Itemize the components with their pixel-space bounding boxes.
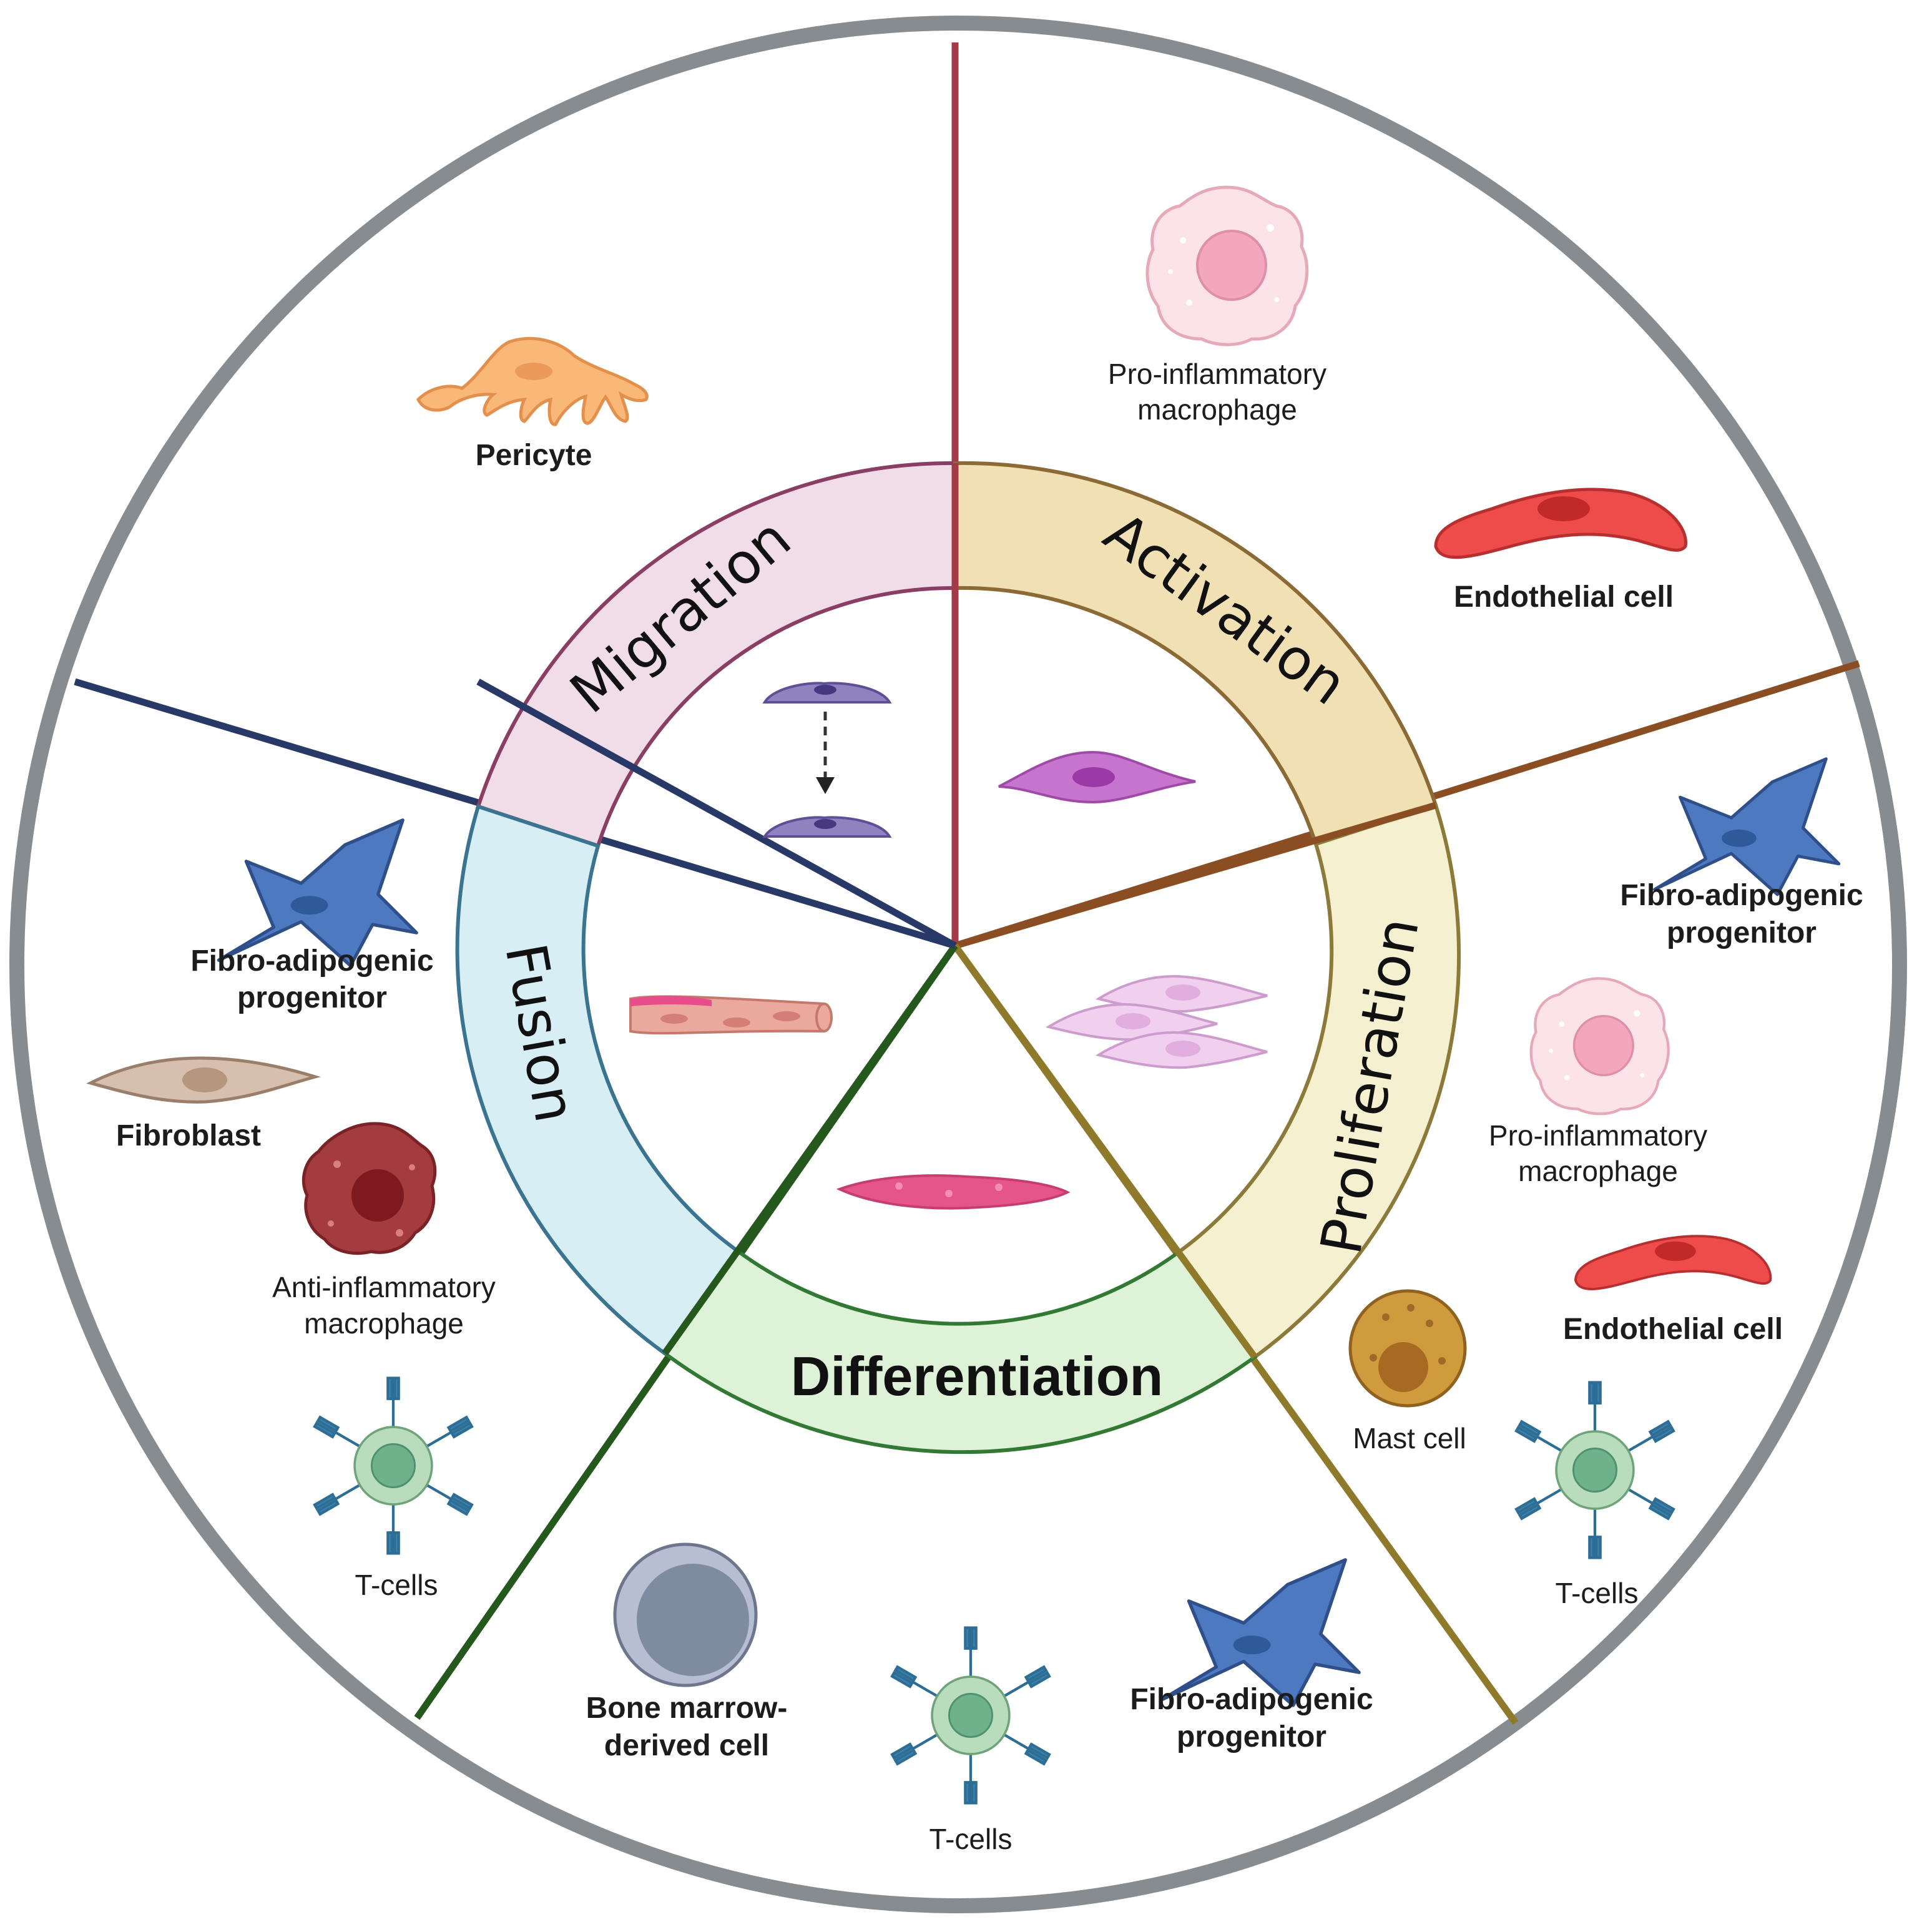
label-fusion-fap-line1: Fibro-adipogenic	[190, 944, 433, 978]
label-differentiation-bm-line1: Bone marrow-	[586, 1692, 788, 1725]
label-proliferation-fap-line1: Fibro-adipogenic	[1620, 879, 1863, 912]
anti-inflammatory-macrophage-icon	[302, 1122, 437, 1255]
ring-differentiation	[662, 1248, 1258, 1454]
bone-marrow-derived-cell-icon	[613, 1542, 758, 1687]
satellite-cell-icon	[762, 682, 892, 838]
myoblast-icon	[1045, 975, 1268, 1069]
label-differentiation-tcells: T-cells	[929, 1823, 1013, 1855]
label-fusion-tcells: T-cells	[355, 1569, 438, 1601]
label-fusion-fap-line2: progenitor	[237, 981, 387, 1014]
label-proliferation-macrophage-line1: Pro-inflammatory	[1489, 1119, 1707, 1152]
myotube-icon	[629, 995, 833, 1035]
activated-satellite-cell-icon	[998, 750, 1196, 804]
ring-activation	[953, 461, 1438, 846]
differentiating-myocyte-icon	[836, 1174, 1071, 1210]
label-proliferation-tcells: T-cells	[1556, 1577, 1639, 1609]
label-fusion-anti-macrophage-line2: macrophage	[304, 1307, 464, 1340]
label-activation-endothelial: Endothelial cell	[1454, 581, 1674, 614]
label-proliferation-macrophage-line2: macrophage	[1518, 1155, 1678, 1187]
ring-fusion	[455, 804, 742, 1356]
label-proliferation-endothelial: Endothelial cell	[1563, 1313, 1783, 1346]
pro-inflammatory-macrophage-icon	[1531, 979, 1669, 1114]
label-pericyte: Pericyte	[476, 439, 592, 472]
stage-label-differentiation: Differentiation	[791, 1345, 1163, 1407]
label-proliferation-fap-line2: progenitor	[1667, 916, 1817, 949]
label-activation-macrophage-line2: macrophage	[1137, 393, 1297, 426]
label-differentiation-fap-line1: Fibro-adipogenic	[1130, 1683, 1373, 1716]
label-differentiation-bm-line2: derived cell	[604, 1729, 769, 1762]
label-proliferation-mast: Mast cell	[1353, 1422, 1466, 1454]
mast-cell-icon	[1348, 1289, 1467, 1408]
fibroblast-icon	[86, 1056, 321, 1104]
pericyte-icon	[416, 336, 649, 426]
ring-proliferation	[1175, 803, 1461, 1360]
label-activation-macrophage-line1: Pro-inflammatory	[1108, 358, 1326, 390]
outer-ring	[9, 16, 1907, 1913]
label-fusion-anti-macrophage-line1: Anti-inflammatory	[272, 1271, 496, 1303]
label-differentiation-fap-line2: progenitor	[1177, 1720, 1326, 1753]
label-fusion-fibroblast: Fibroblast	[116, 1119, 261, 1152]
pro-inflammatory-macrophage-icon	[1147, 187, 1307, 345]
